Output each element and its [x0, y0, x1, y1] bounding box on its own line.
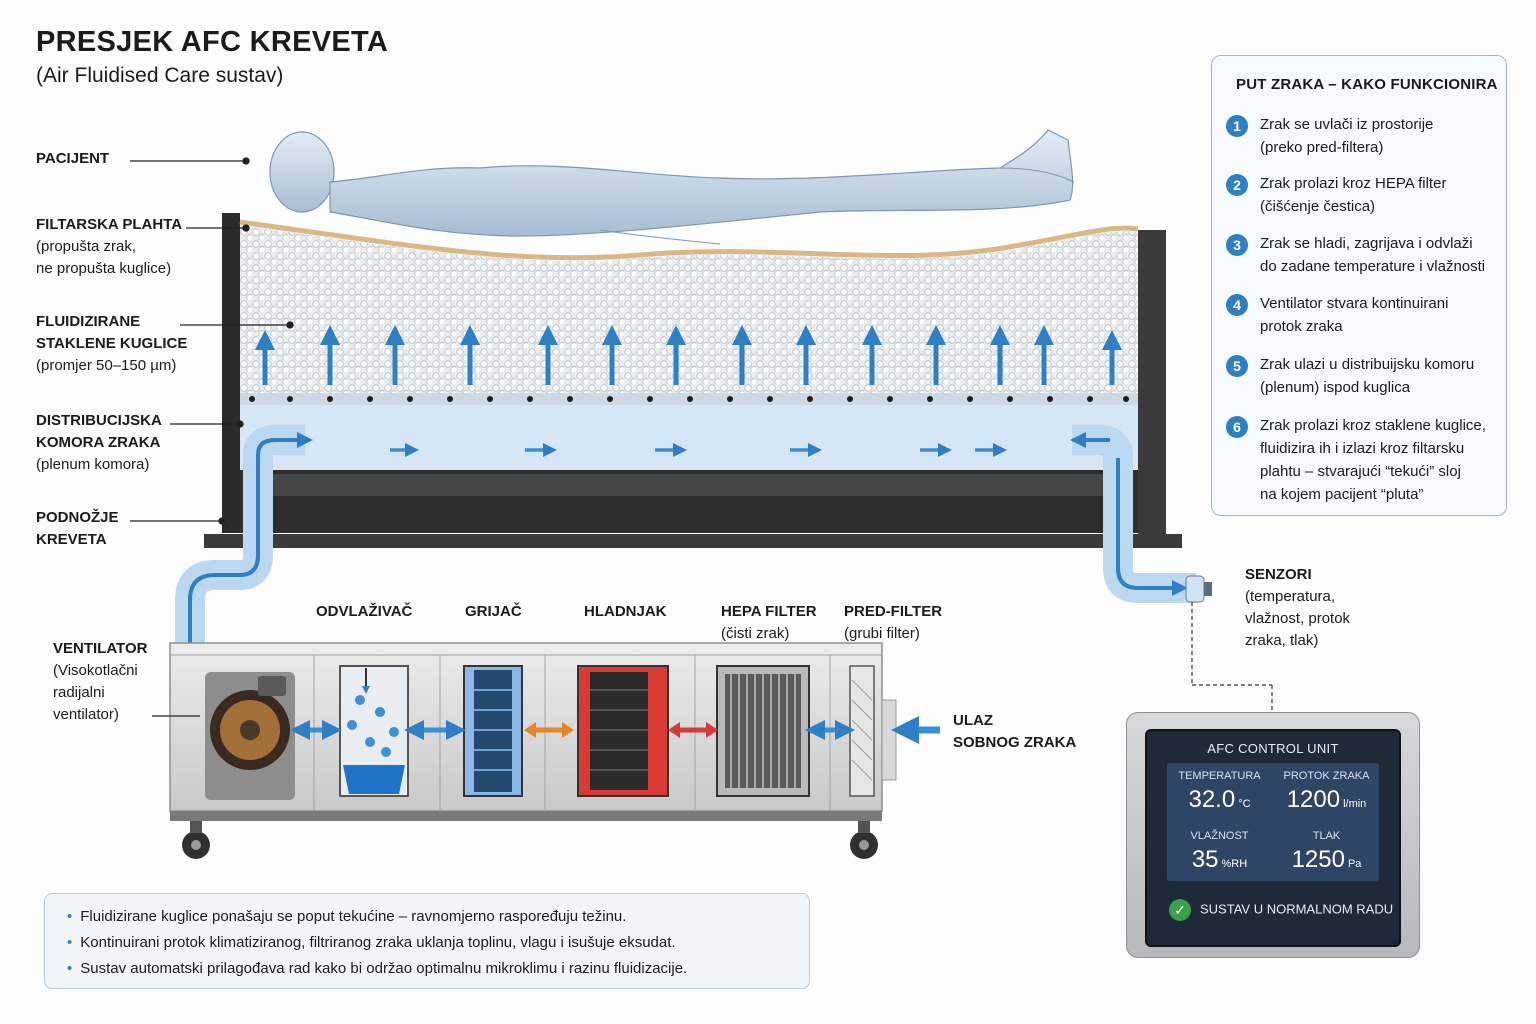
sensor-probe: [1185, 575, 1273, 712]
label-glass-beads: FLUIDIZIRANE STAKLENE KUGLICE (promjer 5…: [36, 313, 188, 374]
cooler-icon: [577, 665, 669, 797]
note-item: •Kontinuirani protok klimatiziranog, fil…: [67, 934, 676, 951]
plenum-chamber: [240, 405, 1138, 470]
heater-icon: [463, 665, 523, 797]
label-hepa: HEPA FILTER: [721, 603, 817, 620]
label-cooler: HLADNJAK: [584, 603, 667, 620]
reading-temperature: TEMPERATURA 32.0°C: [1178, 770, 1261, 813]
label-plenum: DISTRIBUCIJSKA KOMORA ZRAKA (plenum komo…: [36, 412, 162, 473]
glass-beads-layer: [240, 225, 1138, 393]
label-fan: VENTILATOR (Visokotlačni radijalni venti…: [53, 640, 148, 723]
hepa-filter-icon: [716, 665, 810, 797]
label-room-air-inlet: ULAZ SOBNOG ZRAKA: [953, 712, 1077, 751]
bed-frame: [204, 213, 1182, 548]
note-item: •Sustav automatski prilagođava rad kako …: [67, 960, 688, 977]
airflow-steps-panel: PUT ZRAKA – KAKO FUNKCIONIRA 1 Zrak se u…: [1211, 55, 1507, 516]
upflow-arrows: [255, 325, 1122, 385]
label-dehumidifier: ODVLAŽIVAČ: [316, 603, 413, 620]
page-subtitle: (Air Fluidised Care sustav): [36, 64, 284, 87]
label-heater: GRIJAČ: [465, 603, 522, 620]
system-status: ✓SUSTAV U NORMALNOM RADU: [1169, 899, 1393, 921]
return-flow-arrow: [1116, 458, 1188, 596]
checkmark-icon: ✓: [1169, 899, 1191, 921]
airflow-panel-title: PUT ZRAKA – KAKO FUNKCIONIRA: [1236, 76, 1498, 93]
patient-figure: [269, 129, 1075, 245]
page-title: PRESJEK AFC KREVETA: [36, 26, 389, 58]
label-filter-sheet: FILTARSKA PLAHTA (propušta zrak, ne prop…: [36, 216, 183, 277]
reading-humidity: VLAŽNOST 35%RH: [1190, 830, 1249, 873]
label-sensors: SENZORI (temperatura, vlažnost, protok z…: [1245, 566, 1351, 649]
control-unit-screen: AFC CONTROL UNIT TEMPERATURA 32.0°C PROT…: [1145, 729, 1401, 947]
diffuser-plate: [240, 393, 1138, 405]
filter-sheet: [239, 219, 1139, 261]
label-bed-base: PODNOŽJE KREVETA: [36, 509, 119, 548]
label-prefilter: PRED-FILTER: [844, 603, 943, 620]
leader-lines: [130, 157, 294, 717]
pre-filter-icon: [849, 665, 875, 797]
note-item: •Fluidizirane kuglice ponašaju se poput …: [67, 908, 627, 925]
supply-flow-arrow: [188, 432, 313, 740]
label-hepa-sub: (čisti zrak): [721, 625, 790, 642]
control-unit: AFC CONTROL UNIT TEMPERATURA 32.0°C PROT…: [1126, 712, 1420, 958]
fan-icon: [205, 672, 295, 800]
control-unit-title: AFC CONTROL UNIT: [1207, 741, 1339, 756]
label-patient: PACIJENT: [36, 150, 110, 167]
label-prefilter-sub: (grubi filter): [844, 625, 920, 642]
dehumidifier-icon: [339, 665, 409, 797]
notes-panel: •Fluidizirane kuglice ponašaju se poput …: [44, 893, 810, 989]
